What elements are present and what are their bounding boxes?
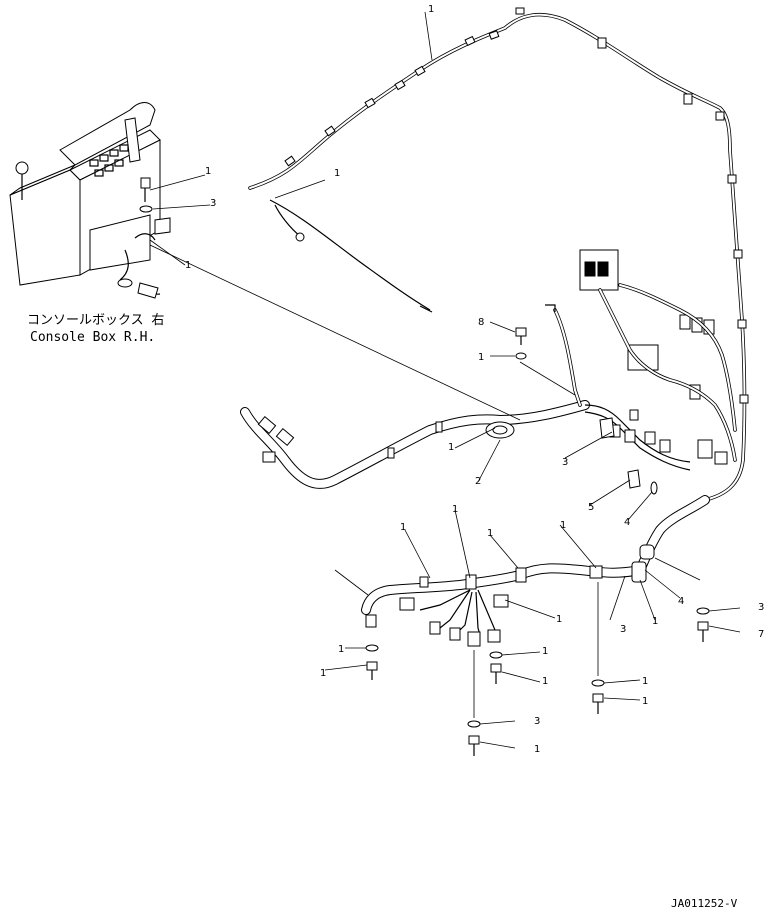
- callout-washer-far-right: 3: [758, 602, 764, 613]
- callout-clamp-mid: 3: [562, 457, 568, 468]
- callout-roof-wire: 1: [334, 168, 340, 179]
- callout-bolt-low-right: 1: [642, 696, 648, 707]
- callout-roof-harness: 1: [428, 4, 434, 15]
- callout-grommet: 2: [475, 476, 481, 487]
- main-harness: [240, 249, 737, 575]
- callout-labels: 1 1 1 3 1 8 1 2 1 3 5 4 1 1 1 1 1 1 1 1 …: [185, 4, 764, 755]
- console-box-caption-jp: コンソールボックス 右: [27, 313, 165, 328]
- callout-washer-low-right: 1: [642, 676, 648, 687]
- drawing-number: JA011252-V: [671, 897, 738, 910]
- callout-washer-low-mid: 1: [542, 646, 548, 657]
- callout-console-bolt: 1: [205, 166, 211, 177]
- callout-washer-upper: 1: [478, 352, 484, 363]
- fasteners: [365, 327, 710, 756]
- callout-band-3: 4: [678, 596, 684, 607]
- callout-clamp-low-1: 1: [400, 522, 406, 533]
- callout-bolt-right: 5: [588, 502, 594, 513]
- leader-lines: [149, 11, 741, 749]
- callout-clamp-low-3: 1: [487, 528, 493, 539]
- callout-clamp-low-2: 1: [452, 504, 458, 515]
- callout-washer-bottom: 3: [534, 716, 540, 727]
- callout-bolt-far-right: 7: [758, 629, 764, 640]
- callout-band-2: 1: [652, 616, 658, 627]
- callout-bolt-bottom: 1: [534, 744, 540, 755]
- callout-clamp-low-4: 1: [560, 520, 566, 531]
- lower-harness: [361, 544, 655, 647]
- callout-harness-main: 1: [448, 442, 454, 453]
- callout-band-1: 3: [620, 624, 626, 635]
- callout-console-clamp: 1: [185, 260, 191, 271]
- callout-washer-low-left: 1: [338, 644, 344, 655]
- callout-washer-right: 4: [624, 517, 630, 528]
- callout-bolt-low-mid: 1: [542, 676, 548, 687]
- callout-console-washer: 3: [210, 198, 216, 209]
- console-box-illustration: [9, 102, 171, 299]
- callout-connector-low: 1: [556, 614, 562, 625]
- roof-harness: [248, 7, 749, 502]
- callout-bolt-upper: 8: [478, 317, 484, 328]
- callout-bolt-low-left: 1: [320, 668, 326, 679]
- console-box-caption-en: Console Box R.H.: [30, 330, 156, 345]
